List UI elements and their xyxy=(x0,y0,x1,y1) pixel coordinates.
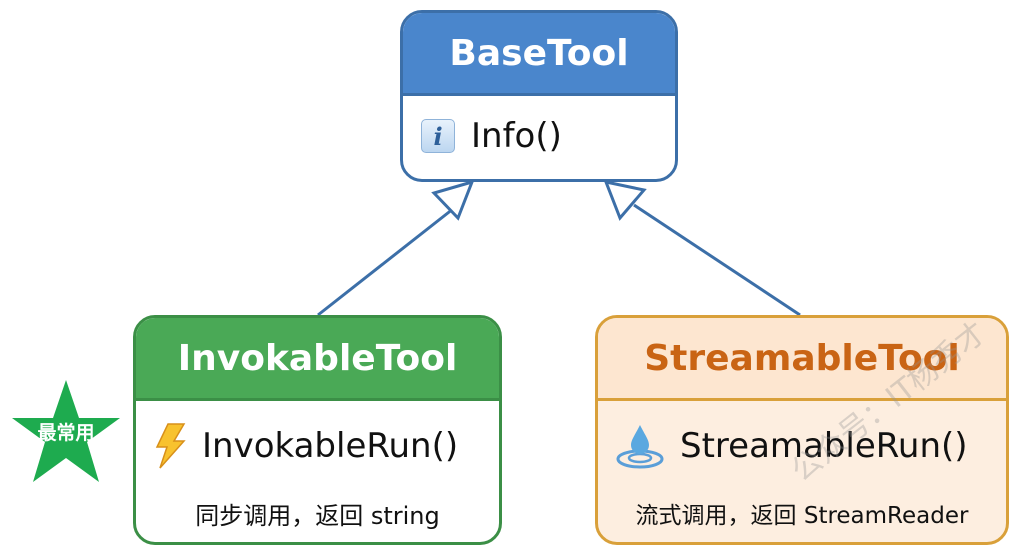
most-used-badge: 最常用 xyxy=(37,422,95,444)
invokabletool-class-box: InvokableTool InvokableRun() 同步调用，返回 str… xyxy=(133,315,502,545)
streamabletool-method: StreamableRun() xyxy=(616,423,968,469)
arrowhead-streamable xyxy=(603,179,647,221)
star-badge-icon xyxy=(12,380,120,482)
info-icon: i xyxy=(421,119,455,153)
invokabletool-method-name: InvokableRun() xyxy=(202,426,459,466)
basetool-class-box: BaseTool i Info() xyxy=(400,10,678,182)
streamabletool-class-box: StreamableTool StreamableRun() 流式调用，返回 S… xyxy=(595,315,1009,545)
invokabletool-description: 同步调用，返回 string xyxy=(195,502,440,530)
basetool-title: BaseTool xyxy=(403,13,675,96)
arrow-streamable-to-base xyxy=(633,203,801,317)
invokabletool-title: InvokableTool xyxy=(136,318,499,401)
invokabletool-method: InvokableRun() xyxy=(154,423,458,469)
streamabletool-method-name: StreamableRun() xyxy=(680,426,968,466)
lightning-icon xyxy=(155,423,186,469)
streamabletool-description: 流式调用，返回 StreamReader xyxy=(635,503,969,529)
basetool-method: i Info() xyxy=(421,116,562,156)
streamabletool-title: StreamableTool xyxy=(598,318,1006,401)
arrow-invokable-to-base xyxy=(317,203,459,317)
arrowhead-invokable xyxy=(431,179,475,221)
basetool-method-name: Info() xyxy=(471,116,562,156)
water-drop-icon xyxy=(616,425,664,469)
